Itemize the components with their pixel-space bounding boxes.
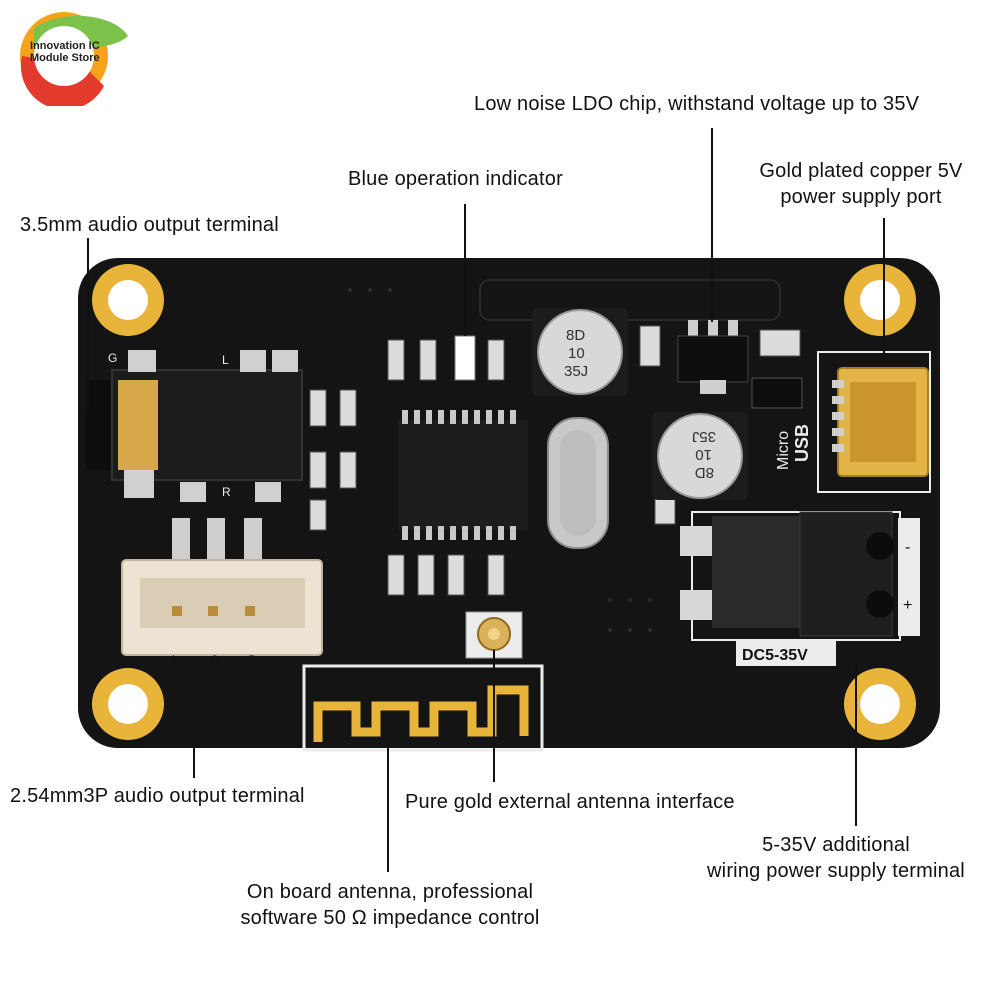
capacitor-2 [652,412,748,500]
onboard-antenna [302,664,544,752]
label-terminal-line1: 5-35V additional [762,834,910,856]
terminal-plus: + [903,597,912,614]
label-usb-port-line2: power supply port [780,186,942,208]
label-indicator: Blue operation indicator [348,168,563,190]
mounting-hole-bl [92,668,164,740]
label-usb-port: Gold plated copper 5V power supply port [744,158,978,210]
silk-jack-r: R [222,485,231,499]
blue-led [454,335,476,381]
silk-jack-l: L [222,353,229,367]
label-header-3p: 2.54mm3P audio output terminal [10,785,305,807]
bluetooth-ic [398,410,528,540]
audio-jack [86,350,303,502]
cap1-line1: 8D [566,327,585,344]
smd-components [309,325,801,596]
usb-silk-2: USB [792,424,812,462]
silk-header-l: L [172,653,179,667]
cap2-line2: 10 [695,446,712,463]
mounting-hole-br [844,668,916,740]
terminal-minus: - [905,539,910,556]
store-name: Innovation IC Module Store [30,40,100,64]
label-ldo: Low noise LDO chip, withstand voltage up… [474,93,920,115]
label-terminal: 5-35V additional wiring power supply ter… [688,832,984,884]
store-name-line2: Module Store [30,52,100,64]
label-terminal-line2: wiring power supply terminal [707,860,965,882]
leader-lines [87,128,885,872]
cap2-line3: 35J [692,428,716,445]
store-logo [20,12,128,106]
cap1-line2: 10 [568,345,585,362]
mounting-hole-tr [844,264,916,336]
diode [751,377,803,409]
mounting-hole-tl [92,264,164,336]
label-audio-jack: 3.5mm audio output terminal [20,214,279,236]
silk-header-r: R [248,653,257,667]
silk-jack-g: G [108,351,117,365]
dc-voltage-silk: DC5-35V [742,647,808,664]
store-name-line1: Innovation IC [30,40,100,52]
silk-header-g: G [210,653,219,667]
label-ext-antenna: Pure gold external antenna interface [405,791,735,813]
crystal-oscillator [547,417,609,549]
ufl-connector [465,611,523,659]
ldo-chip [677,320,749,394]
cap2-line1: 8D [695,464,714,481]
label-onboard-antenna: On board antenna, professional software … [212,879,568,931]
micro-usb-port [817,351,931,493]
capacitor-1 [532,308,628,396]
cap1-line3: 35J [564,363,588,380]
label-onboard-antenna-line1: On board antenna, professional [246,881,534,903]
label-usb-port-line1: Gold plated copper 5V [759,160,963,182]
usb-silk-1: Micro [775,431,792,470]
screw-terminal [680,511,920,641]
label-onboard-antenna-line2: software 50 Ω impedance control [240,907,540,929]
pin-header-3p [121,518,323,656]
